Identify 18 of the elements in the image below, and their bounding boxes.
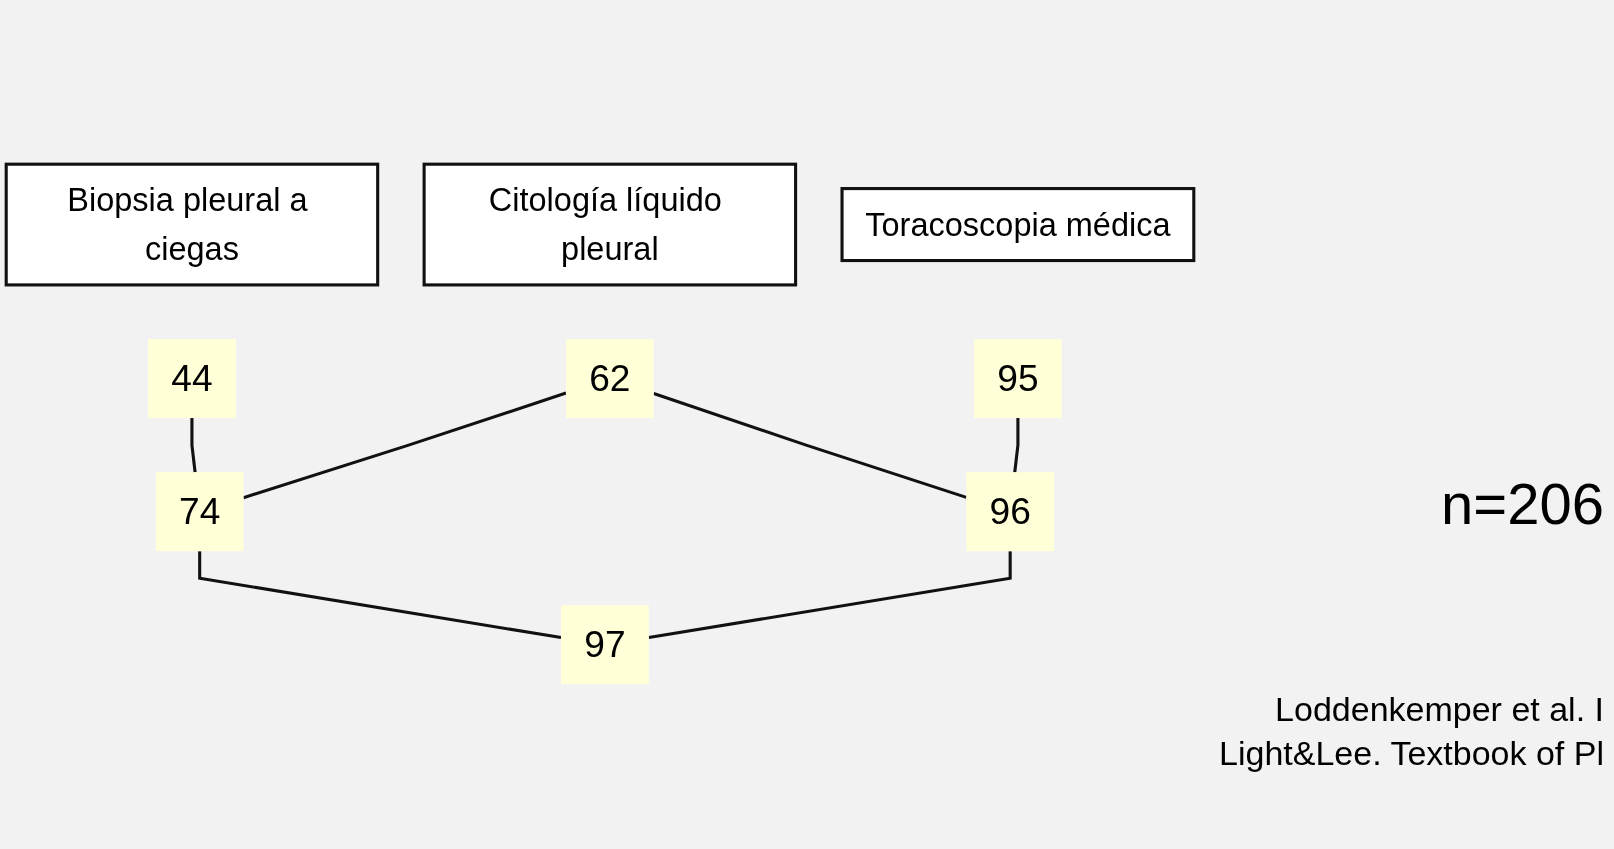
node-box: Citología líquido pleural (422, 162, 798, 287)
node-box: 96 (966, 472, 1055, 552)
sample-size-note: n=206 (1441, 470, 1604, 537)
node-box: Biopsia pleural a ciegas (4, 162, 380, 287)
node-box: 44 (148, 339, 236, 419)
node-box: 74 (155, 472, 244, 552)
node-box: 62 (566, 339, 654, 419)
connector (190, 418, 197, 473)
reference-note: Light&Lee. Textbook of Pl (1219, 734, 1604, 773)
node-box: 95 (974, 339, 1062, 419)
connector (1013, 418, 1020, 473)
connector (198, 551, 562, 640)
connector (243, 391, 567, 500)
node-box: Toracoscopia médica (840, 187, 1196, 263)
node-box: 97 (561, 605, 649, 685)
connector (648, 551, 1012, 640)
connector (653, 392, 967, 500)
reference-note: Loddenkemper et al. I (1275, 690, 1604, 729)
